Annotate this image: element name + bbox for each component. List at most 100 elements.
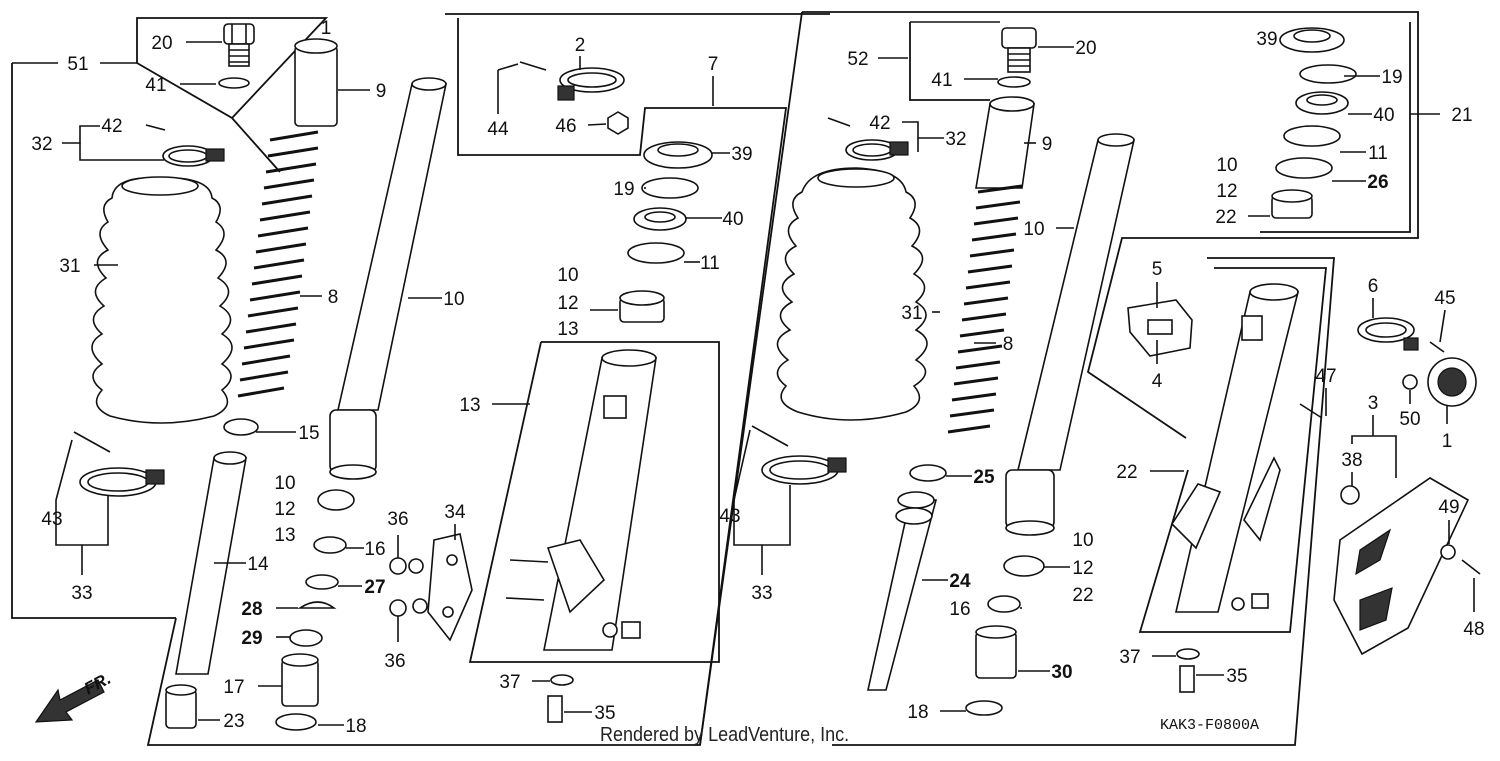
- collar-30: [975, 625, 1017, 679]
- callout-c19b: 19: [1381, 67, 1402, 88]
- callout-c31a: 31: [59, 256, 80, 277]
- hose-guide-5: [1127, 299, 1193, 357]
- bolt-13: [621, 621, 641, 639]
- stud-13b: [505, 597, 545, 601]
- outer-tube-left: [329, 77, 447, 480]
- callout-c47: 47: [1315, 366, 1336, 387]
- bolt-44: [519, 61, 547, 71]
- callout-c18b: 18: [907, 702, 928, 723]
- callout-c39a: 39: [731, 144, 752, 165]
- callout-c42a: 42: [101, 116, 122, 137]
- callout-c19a: 19: [613, 179, 634, 200]
- front-direction-arrow-icon: [34, 679, 105, 723]
- callout-c50: 50: [1399, 409, 1420, 430]
- drain-bolt-35-left: [547, 695, 563, 723]
- leader-lines: [55, 41, 1475, 726]
- clamp-6: [1357, 317, 1419, 351]
- bolt-22: [1251, 593, 1269, 609]
- callout-c2: 2: [575, 35, 586, 56]
- stud-13a: [509, 559, 549, 563]
- washer-13: [602, 622, 618, 638]
- seal-28: [297, 601, 337, 609]
- callout-c46: 46: [555, 116, 576, 137]
- fork-slider-22: [1170, 283, 1300, 613]
- spring-16-right: [987, 595, 1021, 613]
- drain-bolt-35-right: [1179, 665, 1195, 693]
- callout-c8a: 8: [328, 287, 339, 308]
- callout-c36b: 36: [384, 651, 405, 672]
- callout-c42b: 42: [869, 113, 890, 134]
- callout-c12a: 12: [274, 499, 295, 520]
- callout-c48: 48: [1463, 619, 1484, 640]
- callout-c52: 52: [847, 49, 868, 70]
- bolt-48: [1461, 559, 1481, 575]
- callout-c43b: 43: [719, 506, 740, 527]
- collar-17: [281, 653, 319, 707]
- callout-c22c: 22: [1116, 462, 1137, 483]
- callout-c32b: 32: [945, 129, 966, 150]
- fork-spring-right: [947, 184, 1023, 434]
- callout-c33a: 33: [71, 583, 92, 604]
- group-box-21: [1260, 22, 1440, 233]
- callout-c20a: 20: [151, 33, 172, 54]
- callout-c17: 17: [223, 677, 244, 698]
- boot-clamp-lower-left: [79, 467, 165, 497]
- nut-36a: [389, 557, 407, 575]
- spacer-tube-left: [294, 38, 338, 127]
- seal-19-left: [641, 177, 699, 199]
- callout-c35b: 35: [1226, 666, 1247, 687]
- group-box-13: [468, 341, 720, 663]
- seal-29: [289, 629, 323, 647]
- bolt-43-left: [73, 431, 111, 453]
- o-ring-right: [997, 76, 1031, 88]
- callout-c13a: 13: [274, 525, 295, 546]
- callout-c10a: 10: [443, 289, 464, 310]
- callout-c22b: 22: [1215, 207, 1236, 228]
- boot-clamp-upper-right: [845, 139, 909, 161]
- callout-c1a: 1: [321, 18, 332, 39]
- callout-c8b: 8: [1003, 334, 1014, 355]
- bushing-12-right: [1003, 555, 1045, 577]
- group-box-52: [699, 11, 1419, 746]
- spacer-tube-right: [975, 96, 1035, 189]
- bolt-42-right: [827, 117, 851, 127]
- callout-c12c: 12: [1072, 558, 1093, 579]
- group-box-7: [146, 13, 830, 746]
- callout-c30: 30: [1051, 662, 1072, 683]
- fork-cap-bolt-right: [1001, 27, 1037, 73]
- callout-c11b: 11: [1368, 143, 1388, 164]
- dust-boot-left: [91, 176, 233, 424]
- bolt-47: [1299, 403, 1323, 419]
- callout-c6: 6: [1368, 276, 1379, 297]
- collar-38: [1340, 485, 1360, 505]
- callout-c44: 44: [487, 119, 509, 140]
- ring-18-right: [965, 700, 1003, 716]
- callout-c41a: 41: [145, 75, 166, 96]
- reflector-1: [1427, 357, 1477, 407]
- callout-c16a: 16: [364, 539, 385, 560]
- callout-c34: 34: [444, 502, 466, 523]
- callout-c37b: 37: [1119, 647, 1140, 668]
- diagram-code: KAK3-F0800A: [1160, 717, 1260, 734]
- callout-c43a: 43: [41, 509, 62, 530]
- callout-c3: 3: [1368, 393, 1379, 414]
- bolt-43-right: [751, 425, 789, 447]
- dust-boot-right: [776, 167, 928, 421]
- callout-c36a: 36: [387, 509, 408, 530]
- damper-rod-24: [867, 491, 938, 691]
- piston-ring-25: [909, 464, 947, 482]
- callout-c10b: 10: [274, 473, 295, 494]
- callout-c41b: 41: [931, 70, 952, 91]
- callout-c10d: 10: [1023, 219, 1044, 240]
- disc-guard-3: [1333, 477, 1470, 656]
- bearing-39-right: [1279, 27, 1345, 53]
- washer-36b: [412, 598, 428, 614]
- callout-c26: 26: [1367, 172, 1388, 193]
- bolt-42-left: [145, 124, 166, 131]
- callout-c15: 15: [298, 423, 319, 444]
- fork-piston-left: [175, 451, 247, 675]
- bearing-40-right: [1295, 91, 1349, 115]
- nut-46: [607, 111, 629, 135]
